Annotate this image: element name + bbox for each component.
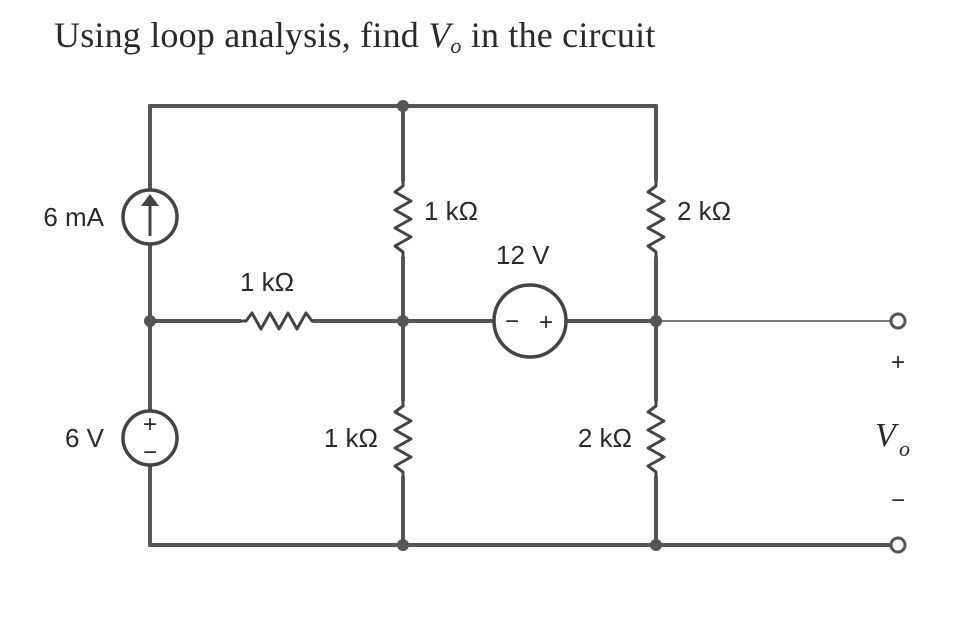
problem-prefix: Using loop analysis, find xyxy=(54,15,429,55)
resistor-horizontal-left-label: 1 kΩ xyxy=(240,267,294,297)
arrow-up-icon xyxy=(141,194,159,206)
output-minus-sign: − xyxy=(891,487,905,514)
voltage-source-left-label: 6 V xyxy=(65,423,105,453)
junction-bottom-right xyxy=(650,539,662,551)
output-plus-sign: + xyxy=(891,349,905,376)
junction-mid-center xyxy=(397,315,409,327)
voltage-source-mid-minus: − xyxy=(505,308,519,335)
problem-suffix: in the circuit xyxy=(461,15,656,55)
resistor-top-middle-label: 1 kΩ xyxy=(424,196,478,226)
voltage-source-mid-circle xyxy=(492,283,568,359)
resistor-bottom-right-label: 2 kΩ xyxy=(578,423,632,453)
junction-mid-left xyxy=(144,315,156,327)
resistor-zigzag-icon xyxy=(240,311,314,331)
output-voltage-subscript: o xyxy=(899,436,910,461)
output-terminal-bottom xyxy=(889,536,907,554)
problem-variable-subscript: o xyxy=(450,33,462,58)
voltage-source-left-minus: − xyxy=(143,439,157,466)
resistor-zigzag-icon xyxy=(646,400,666,478)
voltage-source-mid-label: 12 V xyxy=(496,240,550,270)
current-source-6ma: 6 mA xyxy=(43,188,179,246)
resistor-top-middle: 1 kΩ xyxy=(393,180,478,258)
resistor-top-right: 2 kΩ xyxy=(646,180,731,258)
resistor-zigzag-icon xyxy=(393,400,413,478)
resistor-horizontal-left: 1 kΩ xyxy=(240,267,314,331)
voltage-source-12v: − + 12 V xyxy=(492,240,568,359)
junction-top-mid xyxy=(397,100,409,112)
problem-variable: V xyxy=(428,15,451,55)
voltage-source-left-circle xyxy=(121,409,179,467)
resistor-zigzag-icon xyxy=(393,180,413,258)
current-source-label: 6 mA xyxy=(43,202,104,232)
voltage-source-mid-plus: + xyxy=(539,309,553,336)
junction-bottom-mid xyxy=(397,539,409,551)
resistor-bottom-middle: 1 kΩ xyxy=(324,400,413,478)
output-terminals: + − V o xyxy=(875,312,910,554)
junction-dots xyxy=(144,100,662,551)
resistor-top-right-label: 2 kΩ xyxy=(677,196,731,226)
resistor-bottom-right: 2 kΩ xyxy=(578,400,666,478)
resistor-zigzag-icon xyxy=(646,180,666,258)
output-voltage-variable: V xyxy=(875,417,900,454)
problem-statement: Using loop analysis, find Vo in the circ… xyxy=(54,14,656,59)
voltage-source-6v: + − 6 V xyxy=(65,409,179,467)
output-terminal-top xyxy=(889,312,907,330)
voltage-source-left-plus: + xyxy=(143,411,157,438)
resistor-bottom-middle-label: 1 kΩ xyxy=(324,423,378,453)
junction-mid-right xyxy=(650,315,662,327)
